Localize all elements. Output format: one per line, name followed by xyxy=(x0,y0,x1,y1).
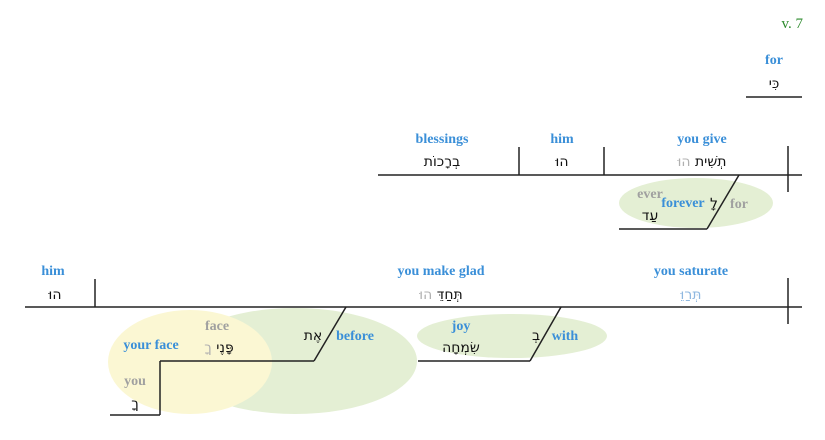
preposition-for-gloss: for xyxy=(730,197,748,212)
object-gloss: blessings xyxy=(415,132,469,147)
preposition-before-hebrew: אֶת xyxy=(303,328,323,344)
verb1-hebrew: תְּרַוֵּ xyxy=(680,287,702,303)
preposition-with-gloss: with xyxy=(551,329,579,344)
preposition-with-hebrew: בְ xyxy=(531,328,541,344)
forever-gloss: forever xyxy=(661,196,705,211)
face-literal-gloss: face xyxy=(204,319,230,334)
face-hebrew: פָּנֶי ךָ xyxy=(204,340,233,356)
verse-label: v. 7 xyxy=(781,16,803,32)
verb2-gloss: you make glad xyxy=(397,264,485,279)
modifier-forever-highlight xyxy=(619,178,773,228)
verb2-hebrew: תְּחַדֵּ הוּ xyxy=(419,287,462,303)
forever-literal-gloss: ever xyxy=(637,187,663,202)
verb-hebrew-main: תְשִׁית xyxy=(694,154,727,170)
face-hebrew-main: פָּנֶי xyxy=(216,340,234,356)
verb1-gloss: you saturate xyxy=(653,264,729,279)
object-suffix-gloss: him xyxy=(550,132,574,147)
possessor-hebrew: ךָ xyxy=(131,396,139,412)
conjunction-hebrew: כִּי xyxy=(768,76,780,92)
possessive-highlight xyxy=(108,310,272,414)
conjunction-gloss: for xyxy=(765,53,783,68)
object-suffix2-gloss: him xyxy=(41,264,65,279)
verb-hebrew-suffix: הוּ xyxy=(677,154,691,170)
object-hebrew: בְרָכוֹת xyxy=(423,154,461,170)
verb-gloss: you give xyxy=(677,132,727,147)
joy-gloss: joy xyxy=(451,319,471,334)
object-suffix-hebrew: הוּ xyxy=(555,154,569,170)
preposition-before-gloss: before xyxy=(336,329,374,344)
forever-hebrew: עַד xyxy=(641,208,659,224)
possessor-gloss: you xyxy=(124,374,146,389)
verb2-hebrew-main: תְּחַדֵּ xyxy=(436,287,463,303)
verb-hebrew: תְשִׁית הוּ xyxy=(678,154,727,170)
face-hebrew-suffix: ךָ xyxy=(204,340,212,356)
joy-hebrew: שִׂמְחָה xyxy=(442,340,480,356)
preposition-for-hebrew: לָ xyxy=(710,196,718,212)
object-suffix2-hebrew: הוּ xyxy=(48,287,62,303)
your-face-gloss: your face xyxy=(123,338,179,353)
verb2-hebrew-suffix: הוּ xyxy=(419,287,433,303)
modifier-joy-highlight xyxy=(417,314,607,358)
